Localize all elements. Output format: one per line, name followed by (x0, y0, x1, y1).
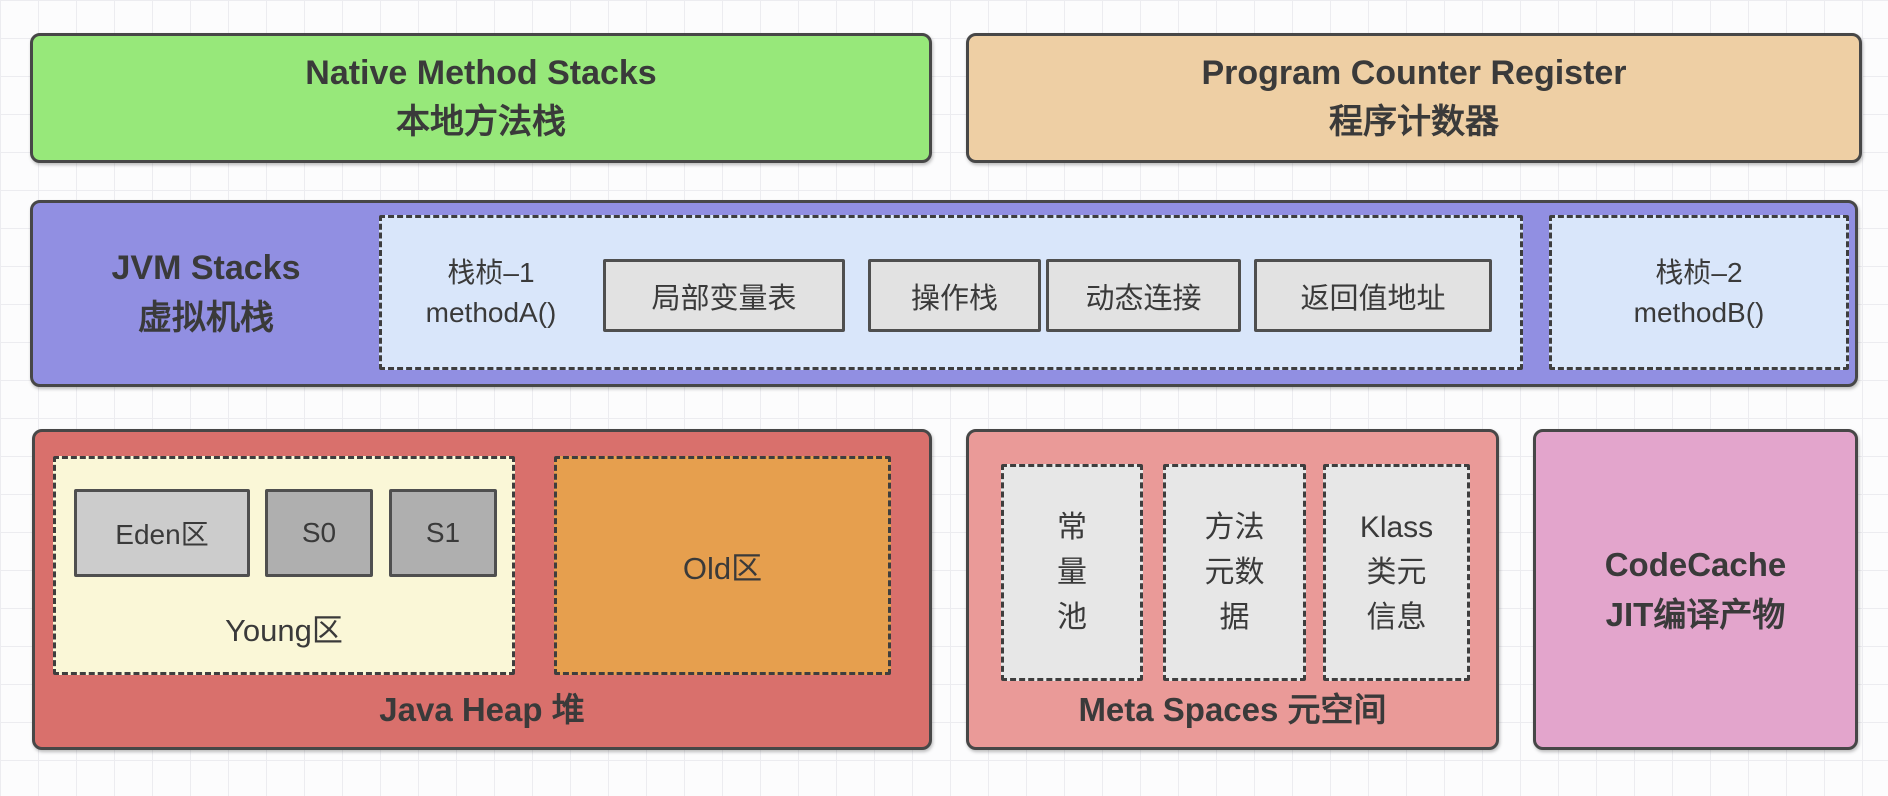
meta-spaces-box: 常 量 池 方法 元数 据 Klass 类元 信息 Meta Spaces 元空… (966, 429, 1499, 750)
stack-frame-2: 栈桢–2 methodB() (1549, 215, 1849, 370)
code-cache-box: CodeCache JIT编译产物 (1533, 429, 1858, 750)
program-counter-register-box: Program Counter Register 程序计数器 (966, 33, 1862, 163)
stack-frame-1: 栈桢–1 methodA() 局部变量表 操作栈 动态连接 返回值地址 (379, 215, 1523, 370)
return-address-slot: 返回值地址 (1254, 259, 1492, 332)
constant-pool-cell: 常 量 池 (1001, 464, 1143, 681)
jvm-stacks-label: JVM Stacks 虚拟机栈 (111, 249, 301, 337)
local-variable-table-slot: 局部变量表 (603, 259, 845, 332)
survivor-0-box: S0 (265, 489, 373, 577)
method-metadata-cell: 方法 元数 据 (1163, 464, 1306, 681)
jvm-stacks-box: JVM Stacks 虚拟机栈 栈桢–1 methodA() 局部变量表 操作栈… (30, 200, 1858, 387)
operand-stack-slot: 操作栈 (868, 259, 1041, 332)
dynamic-linking-slot: 动态连接 (1046, 259, 1241, 332)
stack-frame-1-label: 栈桢–1 methodA() (425, 257, 557, 328)
meta-spaces-label: Meta Spaces 元空间 (1078, 691, 1387, 728)
young-generation-label: Young区 (225, 613, 343, 648)
native-method-stacks-box: Native Method Stacks 本地方法栈 (30, 33, 932, 163)
klass-metadata-cell: Klass 类元 信息 (1323, 464, 1470, 681)
eden-region-box: Eden区 (74, 489, 250, 577)
java-heap-box: Eden区 S0 S1 Young区 Old区 Java Heap 堆 (32, 429, 932, 750)
young-generation-box: Eden区 S0 S1 Young区 (53, 456, 515, 675)
java-heap-label: Java Heap 堆 (379, 691, 585, 728)
old-generation-box: Old区 (554, 456, 891, 675)
stack-frame-2-label: 栈桢–2 methodB() (1633, 257, 1765, 328)
survivor-1-box: S1 (389, 489, 497, 577)
